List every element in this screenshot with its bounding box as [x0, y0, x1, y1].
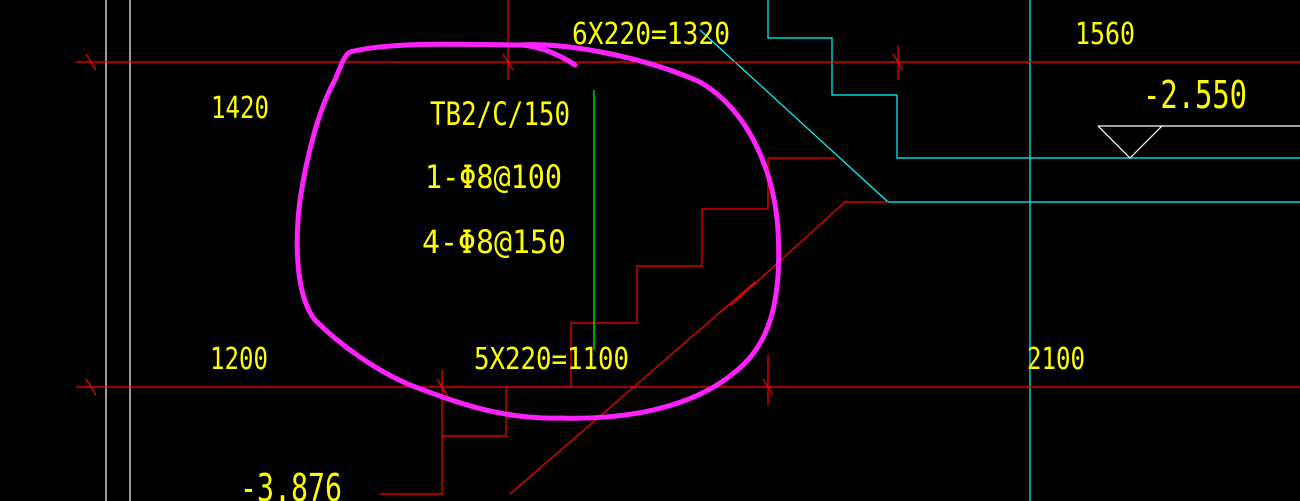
stair-slab-diagonal-upper [729, 201, 846, 307]
red-lines [76, 0, 1300, 495]
tick-mark-top-mid [502, 53, 514, 71]
dimension-top-mid: 6X220=1320 [572, 17, 730, 52]
elevation-upper-label: -2.550 [1143, 73, 1247, 117]
stair-slab-diagonal-lower [509, 281, 756, 495]
lower-step [380, 436, 443, 495]
dimension-left-lower: 1200 [210, 342, 268, 377]
elevation-lower-label: -3.876 [240, 466, 342, 501]
dimension-left-upper: 1420 [211, 91, 269, 126]
cyan-lines [699, 0, 1300, 501]
elevation-triangle [1097, 125, 1164, 159]
stair-rebar-top-label: 1-Φ8@100 [425, 158, 562, 196]
diagonal-cyan [699, 29, 889, 203]
tick-mark-bottom-left [85, 378, 97, 396]
white-frame-lines [105, 0, 131, 501]
elevation-symbol [1097, 125, 1300, 159]
dimension-bottom-right: 2100 [1027, 342, 1085, 377]
tick-mark-top-right [892, 53, 904, 71]
stair-name-label: TB2/C/150 [430, 95, 570, 133]
upper-stair-outline [767, 0, 1300, 159]
stair-steps [442, 157, 835, 437]
stair-rebar-bottom-label: 4-Φ8@150 [422, 223, 566, 261]
tick-mark-top-left [85, 53, 97, 71]
dimension-bottom-mid: 5X220=1100 [474, 342, 629, 377]
dimension-top-right: 1560 [1075, 17, 1135, 52]
annotation-circle [294, 41, 782, 421]
